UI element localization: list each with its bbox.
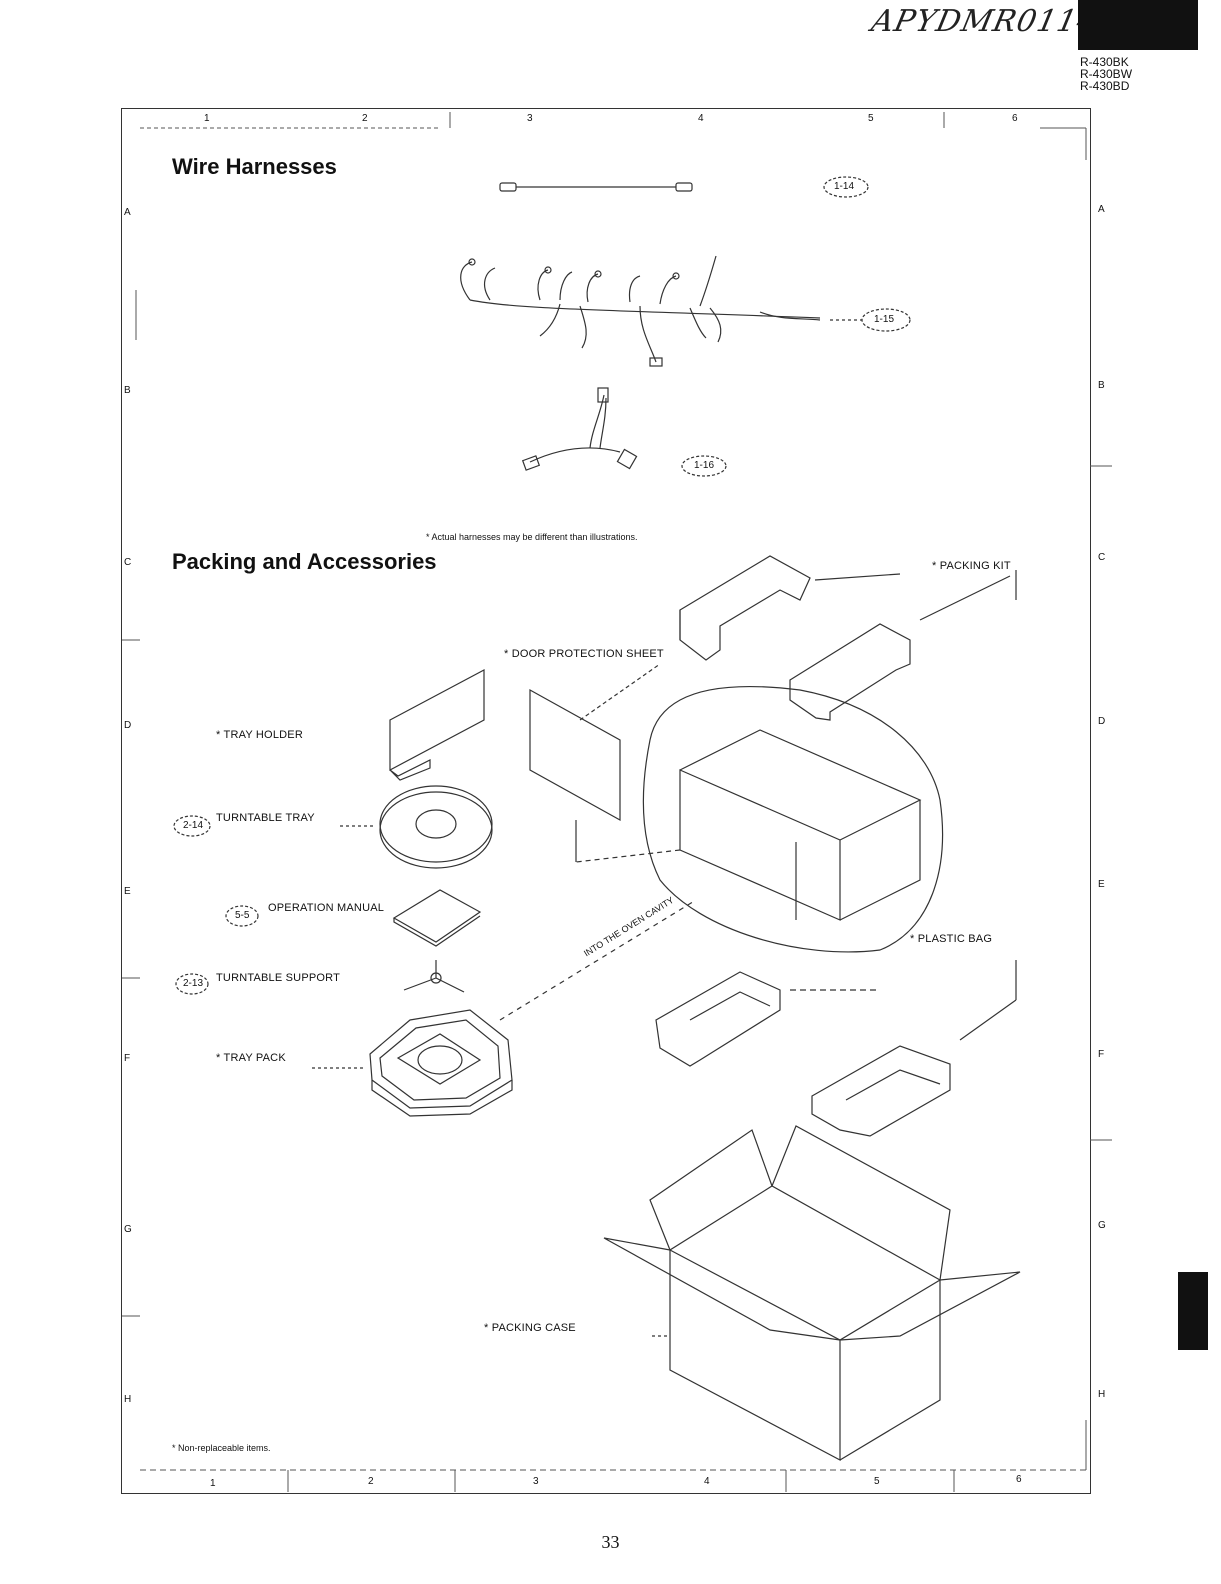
tray-pack-drawing <box>369 1009 513 1117</box>
callout-label: 2-13 <box>183 978 204 989</box>
label-plastic-bag: * PLASTIC BAG <box>910 933 993 945</box>
grid-row-label: B <box>1098 380 1105 391</box>
page-number: 33 <box>601 1532 620 1552</box>
footnote: * Non-replaceable items. <box>172 1443 271 1453</box>
label-door-protection-sheet: * DOOR PROTECTION SHEET <box>504 648 664 660</box>
grid-row-label: C <box>1098 552 1106 563</box>
callout-bubble <box>175 973 209 995</box>
grid-row-label: E <box>1098 879 1105 890</box>
grid-column-label: 2 <box>362 113 368 124</box>
label-operation-manual: OPERATION MANUAL <box>268 902 385 914</box>
harness-1-14-drawing <box>499 182 693 192</box>
callout-label: 2-14 <box>183 820 204 831</box>
drawing-frame <box>121 108 1091 1494</box>
section-title-packing-accessories: Packing and Accessories <box>172 549 437 574</box>
callout-label: 1-14 <box>834 181 855 192</box>
grid-row-label: G <box>124 1224 132 1235</box>
label-turntable-tray: TURNTABLE TRAY <box>216 812 315 824</box>
grid-column-label: 1 <box>210 1478 216 1489</box>
callout-bubble <box>225 905 259 927</box>
harness-note: * Actual harnesses may be different than… <box>426 532 638 542</box>
operation-manual-drawing <box>392 889 482 947</box>
grid-row-label: H <box>124 1394 132 1405</box>
grid-row-label: H <box>1098 1389 1106 1400</box>
grid-row-label: D <box>124 720 132 731</box>
callout-bubble <box>823 176 869 198</box>
grid-row-label: G <box>1098 1220 1106 1231</box>
callout-bubble <box>173 815 211 837</box>
callout-label: 1-16 <box>694 460 715 471</box>
grid-row-label: C <box>124 557 132 568</box>
model-list: R-430BK R-430BW R-430BD <box>1080 56 1132 92</box>
corner-tab-marker <box>1078 0 1198 50</box>
harness-1-15-drawing <box>460 255 821 367</box>
grid-column-label: 3 <box>527 113 533 124</box>
grid-row-label: F <box>124 1053 131 1064</box>
grid-column-label: 2 <box>368 1476 374 1487</box>
packing-kit-drawing <box>679 555 1017 721</box>
label-tray-holder: * TRAY HOLDER <box>216 729 303 741</box>
grid-row-label: F <box>1098 1049 1105 1060</box>
label-packing-case: * PACKING CASE <box>484 1322 576 1334</box>
grid-column-label: 4 <box>698 113 704 124</box>
model-number: R-430BK <box>1080 55 1129 69</box>
grid-row-label: E <box>124 886 131 897</box>
label-tray-pack: * TRAY PACK <box>216 1052 286 1064</box>
model-number: R-430BW <box>1080 67 1133 81</box>
grid-row-label: A <box>1098 204 1105 215</box>
grid-column-label: 3 <box>533 1476 539 1487</box>
packing-case-drawing <box>603 1125 1021 1461</box>
callout-bubble <box>681 455 727 477</box>
side-tab-marker <box>1178 1272 1208 1350</box>
model-number: R-430BD <box>1080 79 1130 93</box>
grid-column-label: 5 <box>874 1476 880 1487</box>
callout-label: 5-5 <box>235 910 250 921</box>
grid-column-label: 4 <box>704 1476 710 1487</box>
harness-1-16-drawing <box>521 387 638 471</box>
door-protection-sheet-drawing <box>529 663 661 822</box>
grid-column-label: 6 <box>1016 1474 1022 1485</box>
grid-column-label: 5 <box>868 113 874 124</box>
packing-kit-lower-drawing <box>655 960 1017 1137</box>
grid-column-label: 6 <box>1012 113 1018 124</box>
turntable-support-drawing <box>403 960 465 993</box>
turntable-tray-drawing <box>340 785 493 869</box>
label-turntable-support: TURNTABLE SUPPORT <box>216 972 341 984</box>
callout-label: 1-15 <box>874 314 895 325</box>
grid-row-label: B <box>124 385 131 396</box>
tray-holder-drawing <box>389 669 485 781</box>
label-packing-kit: * PACKING KIT <box>932 560 1011 572</box>
grid-row-label: D <box>1098 716 1106 727</box>
grid-ticks <box>122 112 1112 1492</box>
grid-column-label: 1 <box>204 113 210 124</box>
grid-row-label: A <box>124 207 131 218</box>
section-title-wire-harnesses: Wire Harnesses <box>172 154 337 179</box>
microwave-in-plastic-bag-drawing <box>575 685 944 953</box>
